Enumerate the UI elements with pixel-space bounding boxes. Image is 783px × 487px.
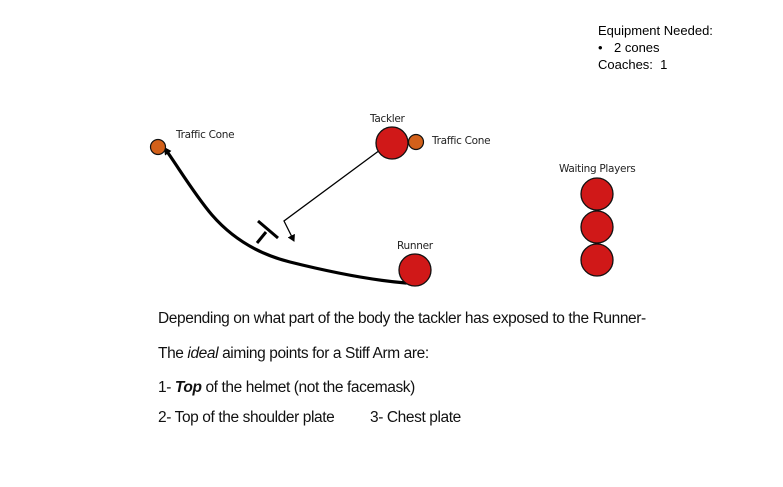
note-line-3-post: of the helmet (not the facemask) xyxy=(201,379,415,396)
note-line-3-bold: Top xyxy=(174,379,202,396)
tackler-path xyxy=(283,149,381,242)
note-line-2-post: aiming points for a Stiff Arm are: xyxy=(218,345,429,362)
runner-player xyxy=(398,253,432,287)
note-line-2: The ideal aiming points for a Stiff Arm … xyxy=(158,345,429,363)
note-line-3-pre: 1- xyxy=(158,379,175,396)
note-line-2-pre: The xyxy=(158,345,188,362)
waiting-player xyxy=(580,210,614,244)
tackler-player xyxy=(375,126,409,160)
equipment-heading: Equipment Needed: xyxy=(598,23,713,38)
equipment-item-text: 2 cones xyxy=(614,40,660,55)
coaches-count: 1 xyxy=(660,57,668,72)
traffic-cone-left-label: Traffic Cone xyxy=(175,129,234,141)
note-line-2-emphasis: ideal xyxy=(187,345,219,362)
tackler-label: Tackler xyxy=(369,113,406,125)
equipment-item: • 2 cones xyxy=(598,39,713,56)
note-line-4: 2- Top of the shoulder plate 3- Chest pl… xyxy=(158,409,461,427)
waiting-player xyxy=(580,243,614,277)
aim-point-3: 3- Chest plate xyxy=(370,409,461,426)
coaches-row: Coaches: 1 xyxy=(598,56,713,73)
stiff-arm-bar xyxy=(257,219,279,240)
aim-point-2: 2- Top of the shoulder plate xyxy=(158,409,335,426)
waiting-players-label: Waiting Players xyxy=(559,163,635,175)
note-line-1: Depending on what part of the body the t… xyxy=(158,310,646,327)
coaches-label: Coaches: xyxy=(598,57,653,72)
note-line-3: 1- Top of the helmet (not the facemask) xyxy=(158,379,415,397)
waiting-players-group xyxy=(580,177,614,277)
waiting-player xyxy=(580,177,614,211)
runner-path xyxy=(163,146,408,285)
traffic-cone-right xyxy=(407,133,425,151)
equipment-panel: Equipment Needed: • 2 cones Coaches: 1 xyxy=(598,22,713,73)
traffic-cone-left xyxy=(149,138,167,156)
bullet-icon: • xyxy=(598,40,603,55)
runner-label: Runner xyxy=(397,240,434,252)
stiff-arm-stem xyxy=(255,231,268,244)
traffic-cone-right-label: Traffic Cone xyxy=(431,135,490,147)
drill-diagram: Traffic Cone Tackler Traffic Cone Runner… xyxy=(149,113,636,287)
